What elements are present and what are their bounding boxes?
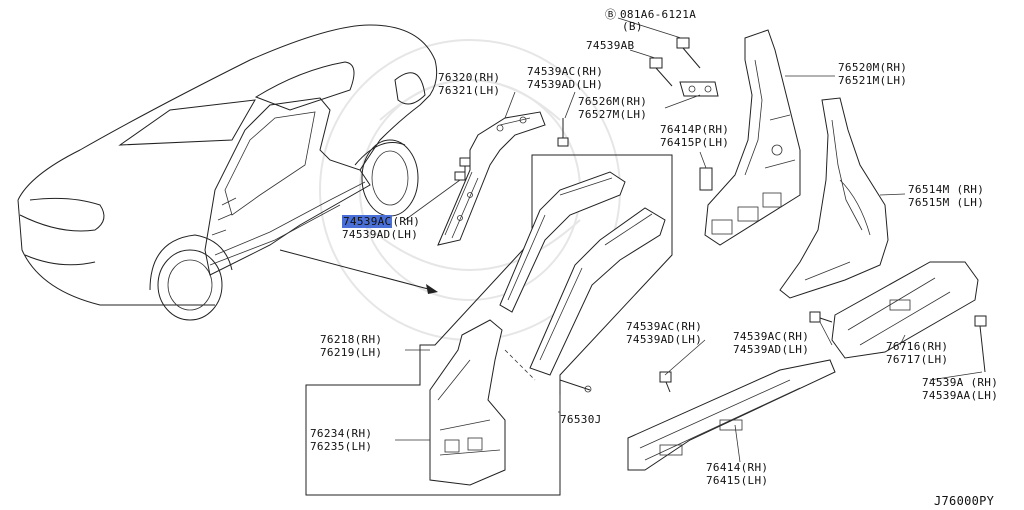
diagram-code: J76000PY — [934, 494, 995, 508]
label-76320-rh[interactable]: 76320(RH) — [438, 71, 501, 84]
label-76414-rh[interactable]: 76414(RH) — [706, 461, 769, 474]
label-76521M-lh[interactable]: 76521M(LH) — [838, 74, 908, 87]
label-74539AD-mid-lh[interactable]: 74539AD(LH) — [626, 333, 703, 346]
label-76219-lh[interactable]: 76219(LH) — [320, 346, 383, 359]
label-74539AC-mid-rh[interactable]: 74539AC(RH) — [626, 320, 703, 333]
part-76414-side-sill — [627, 359, 836, 471]
label-74539AA-lh[interactable]: 74539AA(LH) — [922, 389, 999, 402]
label-76234-rh[interactable]: 76234(RH) — [310, 427, 373, 440]
label-081A6-qty: (B) — [622, 20, 643, 33]
label-76526M-rh[interactable]: 76526M(RH) — [578, 95, 648, 108]
part-76218-lower-pillar — [429, 319, 536, 486]
label-74539AD-top-lh[interactable]: 74539AD(LH) — [527, 78, 604, 91]
label-76716-rh[interactable]: 76716(RH) — [886, 340, 949, 353]
part-76716-rear-bracket — [831, 261, 979, 359]
label-74539AC-right-rh[interactable]: 74539AC(RH) — [733, 330, 810, 343]
direction-arrow — [279, 249, 438, 294]
part-76514M-arch-panel — [779, 97, 889, 299]
label-76414P-rh[interactable]: 76414P(RH) — [660, 123, 730, 136]
label-76717-lh[interactable]: 76717(LH) — [886, 353, 949, 366]
label-76218-rh[interactable]: 76218(RH) — [320, 333, 383, 346]
label-76515M-lh[interactable]: 76515M (LH) — [908, 196, 985, 209]
label-74539A-rh[interactable]: 74539A (RH) — [922, 376, 999, 389]
leader-lines — [395, 17, 983, 463]
bolt-group-081A6 — [649, 37, 719, 191]
label-74539AD-right-lh[interactable]: 74539AD(LH) — [733, 343, 810, 356]
label-74539AC-highlighted[interactable]: 74539AC(RH) — [342, 215, 421, 228]
label-74539AB[interactable]: 74539AB — [586, 39, 635, 52]
highlight-74539AC[interactable]: 74539AC — [342, 215, 393, 228]
bolt-group-right — [659, 311, 987, 393]
bolt-group-upper — [454, 118, 569, 181]
label-76530J[interactable]: 76530J — [560, 413, 602, 426]
bolt-ref-circle-b: Ⓑ — [605, 8, 617, 21]
label-76321-lh[interactable]: 76321(LH) — [438, 84, 501, 97]
part-76320-bracket — [437, 111, 546, 246]
label-76520M-rh[interactable]: 76520M(RH) — [838, 61, 908, 74]
label-74539AD-lh[interactable]: 74539AD(LH) — [342, 228, 419, 241]
label-76514M-rh[interactable]: 76514M (RH) — [908, 183, 985, 196]
part-76530J-strip — [559, 379, 592, 412]
label-76527M-lh[interactable]: 76527M(LH) — [578, 108, 648, 121]
label-76415-lh[interactable]: 76415(LH) — [706, 474, 769, 487]
label-081A6-6121A[interactable]: 081A6-6121A — [620, 8, 697, 21]
car-body-outline — [17, 24, 438, 321]
label-76235-lh[interactable]: 76235(LH) — [310, 440, 373, 453]
label-74539AC-top-rh[interactable]: 74539AC(RH) — [527, 65, 604, 78]
label-76415P-lh[interactable]: 76415P(LH) — [660, 136, 730, 149]
part-rail-upper — [499, 171, 666, 376]
part-76520M-inner-panel — [704, 29, 801, 246]
label-74539AC-highlighted-side: (RH) — [392, 215, 421, 228]
